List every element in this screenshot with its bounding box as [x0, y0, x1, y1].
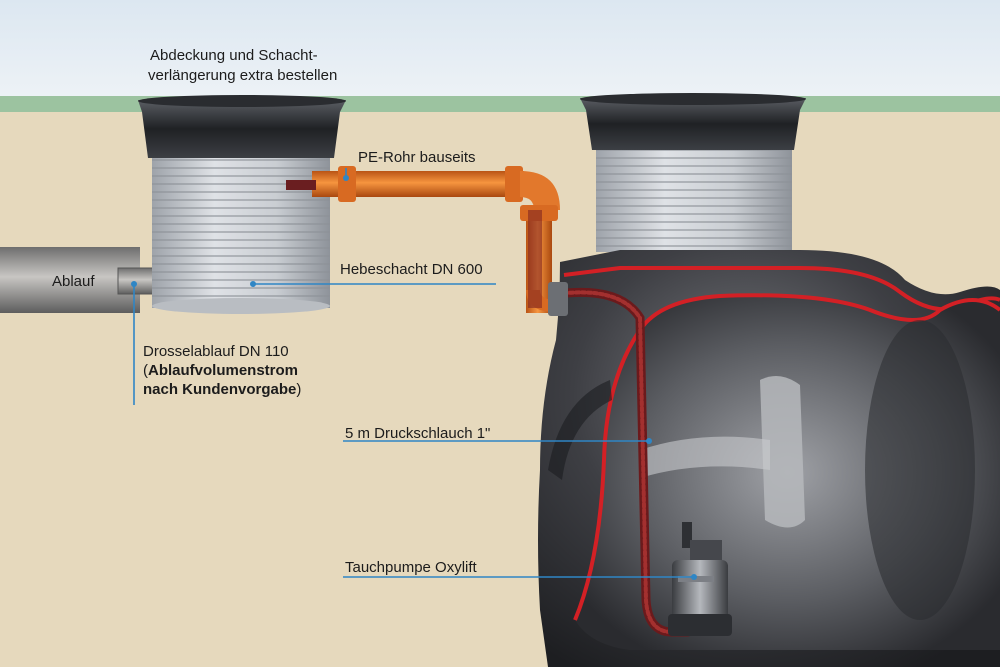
sky [0, 0, 1000, 98]
label-outlet: Ablauf [52, 273, 95, 290]
dot-pe-pipe [343, 175, 349, 181]
label-cover-line1: Abdeckung und Schacht- [150, 47, 318, 64]
label-throttle-line1: Drosselablauf DN 110 [143, 343, 289, 360]
label-lift-shaft: Hebeschacht DN 600 [340, 261, 483, 278]
pressure-hose [553, 287, 693, 637]
tank-inlet-flange [548, 282, 568, 316]
tank-shaft [580, 93, 806, 252]
label-cover-line2: verlängerung extra bestellen [148, 67, 338, 84]
tank-body [538, 250, 1000, 667]
label-pump: Tauchpumpe Oxylift [345, 559, 477, 576]
dot-outlet [131, 281, 137, 287]
label-throttle-bold-2: nach Kundenvorgabe [143, 381, 297, 398]
dot-pump [691, 574, 697, 580]
label-throttle-bold-1: Ablaufvolumenstrom [148, 362, 299, 379]
label-throttle-line3: nach Kundenvorgabe) [143, 380, 301, 399]
label-pe-pipe: PE-Rohr bauseits [358, 149, 476, 166]
lift-shaft [138, 95, 346, 314]
submersible-pump [668, 522, 732, 636]
label-throttle-close-paren: ) [296, 381, 302, 398]
leader-lines [133, 168, 694, 578]
dot-pressure-hose [646, 438, 652, 444]
label-throttle-line2: (Ablaufvolumenstrom [143, 361, 298, 380]
label-pressure-hose: 5 m Druckschlauch 1" [345, 425, 491, 442]
label-throttle-open-paren: ( [143, 362, 148, 379]
dot-lift-shaft [250, 281, 256, 287]
